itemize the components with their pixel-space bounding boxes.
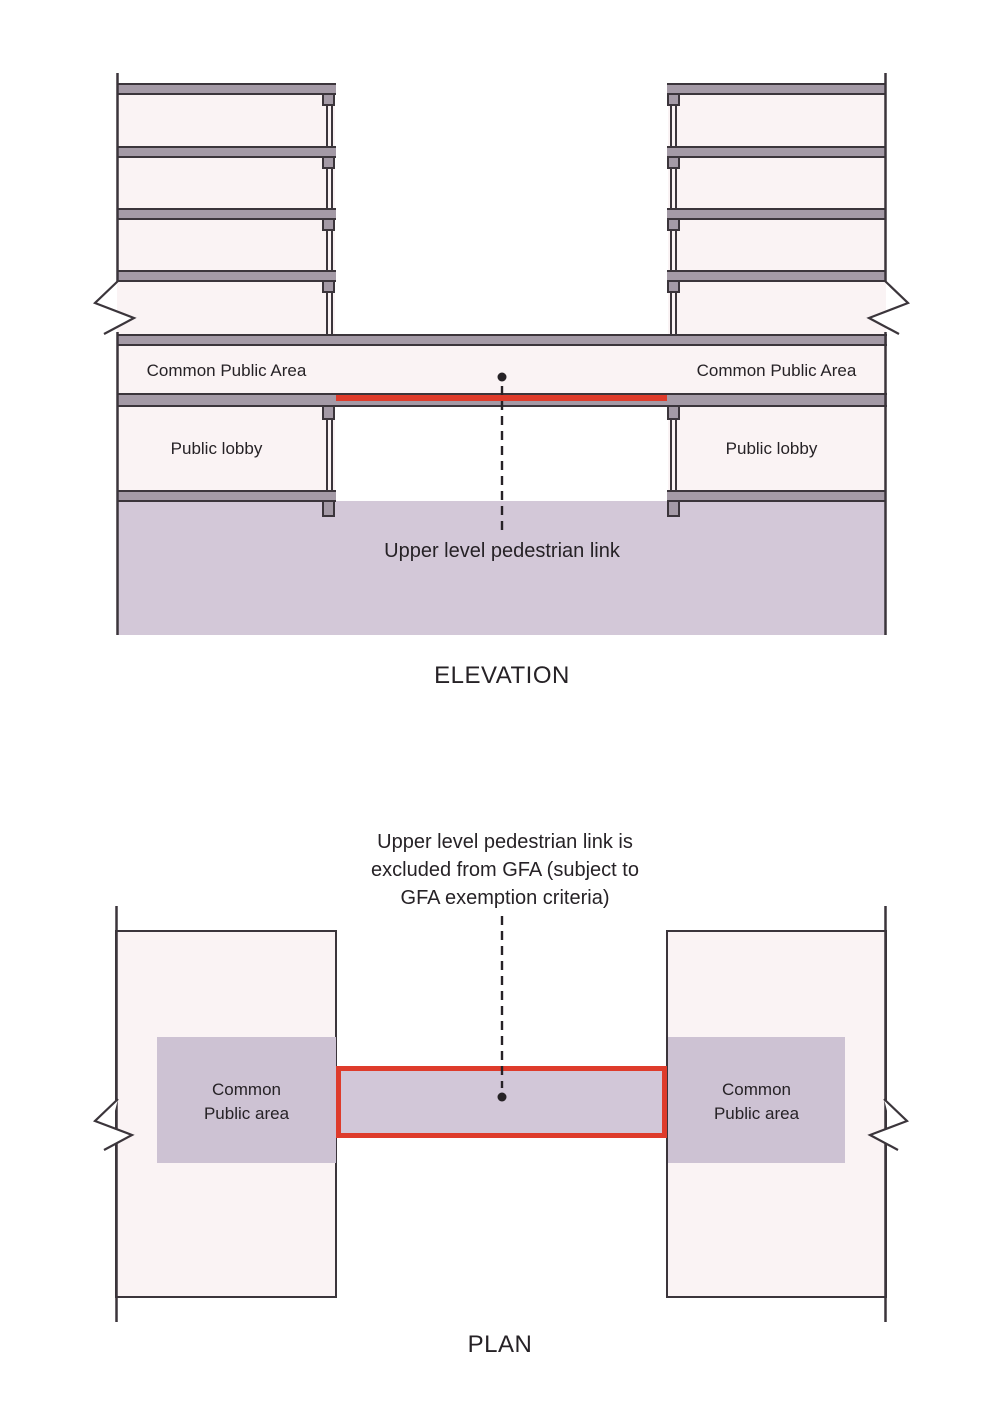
podium-roof-slab: [117, 334, 887, 346]
floor-slab: [117, 270, 336, 282]
facade-window-line: [326, 293, 333, 334]
facade-window-line: [326, 420, 333, 490]
facade-window-line: [326, 231, 333, 270]
pedestrian-link-highlight: [336, 395, 667, 401]
floor-slab: [667, 83, 886, 95]
elevation-left-common-area-label: Common Public Area: [146, 361, 307, 380]
plan-area-label-line: Public area: [713, 1104, 800, 1123]
plan-area-label-line: Public area: [203, 1104, 290, 1123]
lobby-floor-slab: [667, 490, 886, 502]
floor-slab: [117, 146, 336, 158]
elevation-left-lobby-label: Public lobby: [170, 439, 263, 458]
facade-window-line: [670, 231, 677, 270]
plan-annotation-line: GFA exemption criteria): [400, 887, 610, 909]
elevation-right-common-area-label: Common Public Area: [696, 361, 857, 380]
elevation-title: ELEVATION: [434, 662, 570, 689]
lobby-floor-slab: [117, 490, 336, 502]
floor-slab: [117, 83, 336, 95]
elevation-link-label: Upper level pedestrian link: [384, 540, 620, 562]
floor-slab: [667, 270, 886, 282]
plan-pedestrian-link-corridor: [336, 1066, 667, 1138]
plan-annotation: Upper level pedestrian link is excluded …: [305, 828, 705, 912]
floor-slab: [117, 208, 336, 220]
elevation-ground-area: [117, 501, 886, 635]
facade-window-line: [670, 293, 677, 334]
plan-annotation-line: Upper level pedestrian link is: [377, 831, 633, 853]
plan-annotation-line: excluded from GFA (subject to: [371, 859, 639, 881]
facade-hook: [667, 405, 680, 420]
plan-area-label-line: Common: [722, 1080, 791, 1099]
facade-window-line: [326, 169, 333, 208]
plan-title: PLAN: [467, 1331, 533, 1358]
facade-window-line: [326, 106, 333, 146]
floor-slab: [667, 208, 886, 220]
facade-hook: [322, 405, 335, 420]
plan-right-area-label: Common Public area: [668, 1078, 845, 1126]
plan-area-label-line: Common: [212, 1080, 281, 1099]
plan-left-area-label: Common Public area: [157, 1078, 336, 1126]
facade-window-line: [670, 106, 677, 146]
elevation-right-lobby-label: Public lobby: [725, 439, 818, 458]
facade-window-line: [670, 169, 677, 208]
floor-slab: [667, 146, 886, 158]
